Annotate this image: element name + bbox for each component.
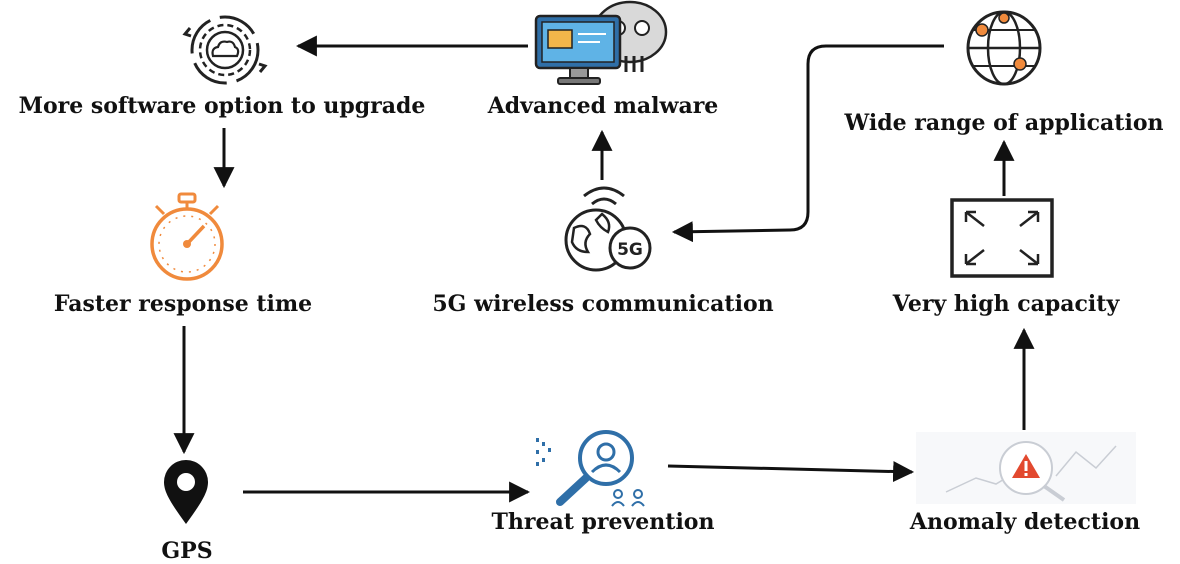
globe-network-icon [946, 8, 1062, 94]
magnifier-users-icon [532, 428, 672, 514]
globe-5g-icon: 5G [546, 182, 666, 278]
arrow-threat-to-anomaly [667, 461, 915, 483]
map-pin-icon [160, 460, 212, 530]
node-label-response: Faster response time [53, 291, 313, 317]
malware-computer-icon [530, 0, 672, 94]
node-label-threat: Threat prevention [491, 509, 715, 535]
arrow-application-to-wireless [671, 44, 944, 243]
cloud-sync-gear-icon [166, 10, 284, 94]
node-label-capacity: Very high capacity [892, 291, 1120, 317]
expand-arrows-icon [948, 196, 1056, 284]
warning-magnifier-icon [916, 432, 1136, 508]
stopwatch-icon [132, 192, 242, 286]
node-label-malware: Advanced malware [487, 93, 719, 119]
node-label-wireless: 5G wireless communication [432, 291, 774, 317]
node-label-application: Wide range of application [844, 110, 1164, 136]
node-label-software: More software option to upgrade [18, 93, 426, 119]
svg-text:5G: 5G [617, 240, 643, 260]
node-label-gps: GPS [161, 538, 213, 564]
node-label-anomaly: Anomaly detection [909, 509, 1141, 535]
